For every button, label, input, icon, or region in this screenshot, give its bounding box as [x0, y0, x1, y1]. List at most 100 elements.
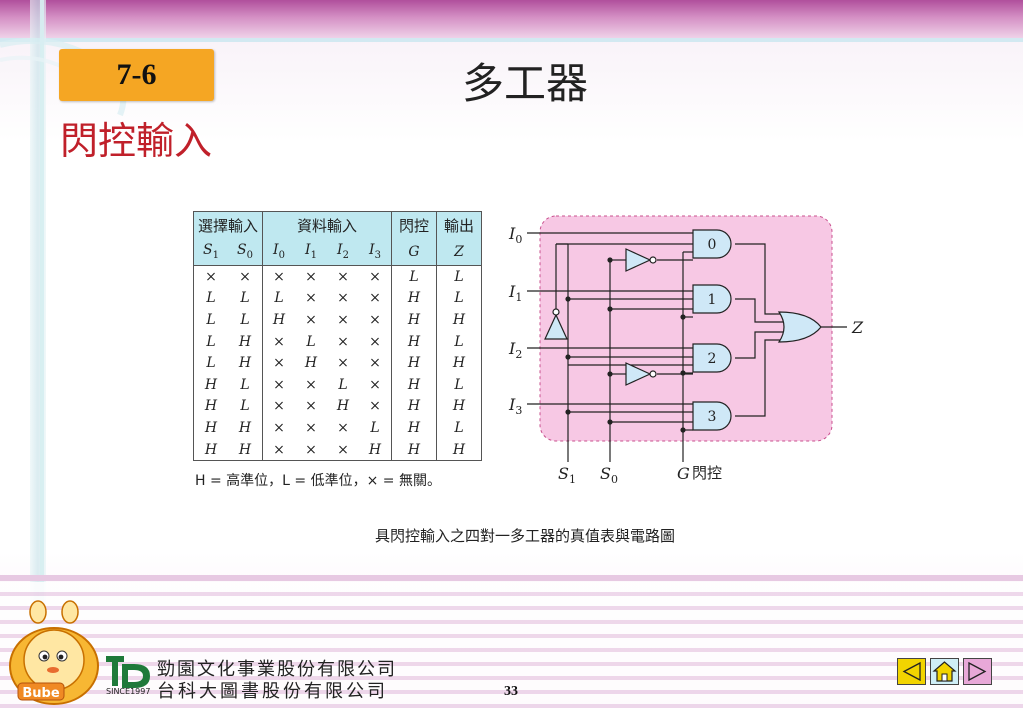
and-gate-3	[692, 401, 732, 431]
gate-label-2: 2	[708, 351, 717, 367]
gate-label-1: 1	[708, 292, 717, 308]
table-cell: ×	[305, 441, 317, 458]
column-header-i1: I1	[295, 238, 327, 266]
table-cell: L	[240, 290, 250, 307]
table-cell: ×	[262, 373, 295, 396]
table-cell: L	[206, 290, 216, 307]
table-cell: L	[370, 419, 380, 436]
home-button[interactable]	[930, 658, 959, 685]
and-gate-2	[692, 343, 732, 373]
table-cell: ×	[369, 398, 381, 415]
header-select-inputs: 選擇輸入	[193, 211, 263, 238]
table-cell: H	[391, 395, 437, 418]
table-cell: H	[238, 441, 252, 458]
header-output: 輸出	[436, 211, 482, 238]
table-cell: ×	[305, 419, 317, 436]
footer-stripes	[0, 582, 1023, 708]
mascot-icon: Bube	[9, 600, 99, 705]
table-cell: L	[240, 398, 250, 415]
table-cell: L	[206, 333, 216, 350]
table-cell: ×	[239, 268, 251, 285]
table-cell: H	[436, 395, 482, 418]
table-cell: ×	[369, 376, 381, 393]
table-cell: L	[436, 330, 482, 353]
column-header-z: Z	[436, 238, 482, 266]
table-cell: L	[436, 287, 482, 310]
home-icon	[932, 661, 957, 682]
table-cell: ×	[337, 290, 349, 307]
table-cell: ×	[337, 333, 349, 350]
prev-button[interactable]	[897, 658, 926, 685]
table-cell: H	[238, 355, 252, 372]
footer-band	[0, 575, 1023, 581]
table-cell: L	[206, 355, 216, 372]
table-cell: H	[204, 441, 218, 458]
top-banner	[0, 0, 1023, 38]
table-cell: H	[391, 373, 437, 396]
table-cell: H	[368, 441, 382, 458]
table-cell: L	[262, 287, 295, 310]
or-gate	[777, 311, 822, 343]
header-data-inputs: 資料輸入	[262, 211, 392, 238]
table-cell: ×	[337, 355, 349, 372]
select-label-s0: S0	[600, 464, 618, 486]
table-cell: L	[436, 265, 482, 288]
inverter-s0-top	[625, 248, 652, 272]
and-gate-1	[692, 284, 732, 314]
table-cell: H	[391, 352, 437, 374]
table-cell: ×	[305, 376, 317, 393]
circuit-background	[539, 215, 833, 442]
and-gates	[692, 229, 822, 431]
table-cell: H	[391, 309, 437, 331]
table-cell: H	[238, 333, 252, 350]
table-cell: ×	[305, 268, 317, 285]
column-header-i0: I0	[262, 238, 295, 266]
table-cell: ×	[369, 355, 381, 372]
strobe-label-text: 閃控	[692, 464, 722, 482]
inverter-s1	[544, 313, 568, 340]
inverter-s0-bottom	[625, 362, 652, 386]
table-cell: ×	[262, 438, 295, 461]
figure-caption: 具閃控輸入之四對一多工器的真值表與電路圖	[374, 527, 675, 545]
truth-table-group-header: 選擇輸入 資料輸入 閃控 輸出	[193, 211, 482, 238]
output-label-z: Z	[851, 318, 864, 337]
section-badge: 7-6	[59, 49, 214, 101]
publisher-logo-icon	[106, 656, 150, 688]
table-cell: ×	[337, 419, 349, 436]
strobe-label-g: G	[677, 464, 690, 483]
section-subtitle: 閃控輸入	[60, 119, 213, 163]
table-cell: H	[204, 398, 218, 415]
next-button[interactable]	[963, 658, 992, 685]
table-cell: ×	[337, 311, 349, 328]
table-cell: ×	[262, 265, 295, 288]
column-header-s1: S1	[193, 238, 228, 266]
table-cell: L	[240, 311, 250, 328]
table-cell: ×	[262, 417, 295, 439]
column-header-i2: I2	[327, 238, 359, 266]
next-icon	[968, 661, 987, 682]
gate-label-0: 0	[708, 237, 717, 253]
table-cell: ×	[369, 268, 381, 285]
table-cell: L	[436, 373, 482, 396]
table-cell: H	[304, 355, 318, 372]
table-cell: ×	[305, 311, 317, 328]
column-header-s0: S0	[228, 238, 263, 266]
inverter-gates	[544, 248, 657, 386]
publisher-name-2: 台科大圖書股份有限公司	[157, 681, 388, 702]
header-strobe: 閃控	[391, 211, 437, 238]
table-cell: L	[391, 265, 437, 288]
table-cell: H	[391, 438, 437, 461]
publisher-name-1: 勁園文化事業股份有限公司	[157, 659, 397, 680]
table-cell: L	[306, 333, 316, 350]
and-gate-0	[692, 229, 732, 259]
table-cell: ×	[262, 330, 295, 353]
table-cell: L	[338, 376, 348, 393]
